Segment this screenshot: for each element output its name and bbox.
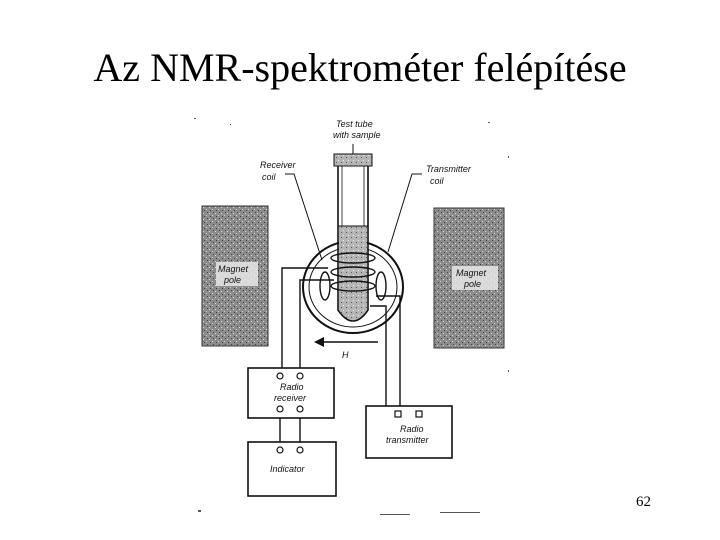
magnet-pole-left-label-2: pole [223, 275, 241, 285]
radio-transmitter-box [365, 405, 453, 459]
magnet-pole-left-label-1: Magnet [218, 264, 249, 274]
magnet-pole-right-label-2: pole [463, 279, 481, 289]
slide-title: Az NMR-spektrométer felépítése [93, 45, 627, 90]
test-tube-label-1: Test tube [336, 119, 373, 129]
indicator-box [247, 441, 337, 497]
receiver-coil-label-2: coil [262, 172, 277, 182]
radio-receiver-label-1: Radio [280, 382, 304, 392]
test-tube-label-2: with sample [333, 130, 381, 140]
transmitter-coil-label-1: Transmitter [426, 164, 472, 174]
scan-speckles [194, 118, 509, 515]
sample-fill [339, 226, 367, 320]
radio-receiver-box [247, 367, 335, 419]
test-tube [333, 153, 373, 322]
transmitter-coil-label-2: coil [430, 176, 445, 186]
transmitter-coil [319, 271, 387, 301]
radio-transmitter-label-1: Radio [400, 424, 424, 434]
receiver-coil [330, 252, 376, 292]
radio-receiver-label-2: receiver [274, 393, 307, 403]
nmr-spectrometer-diagram: Magnet pole Magnet pole Test tube with s… [194, 118, 509, 515]
page-number: 62 [636, 494, 651, 510]
field-label: H [342, 350, 349, 360]
receiver-coil-label-1: Receiver [260, 160, 297, 170]
indicator-label: Indicator [270, 464, 306, 474]
magnet-pole-right-label-1: Magnet [456, 268, 487, 278]
radio-transmitter-label-2: transmitter [386, 435, 430, 445]
